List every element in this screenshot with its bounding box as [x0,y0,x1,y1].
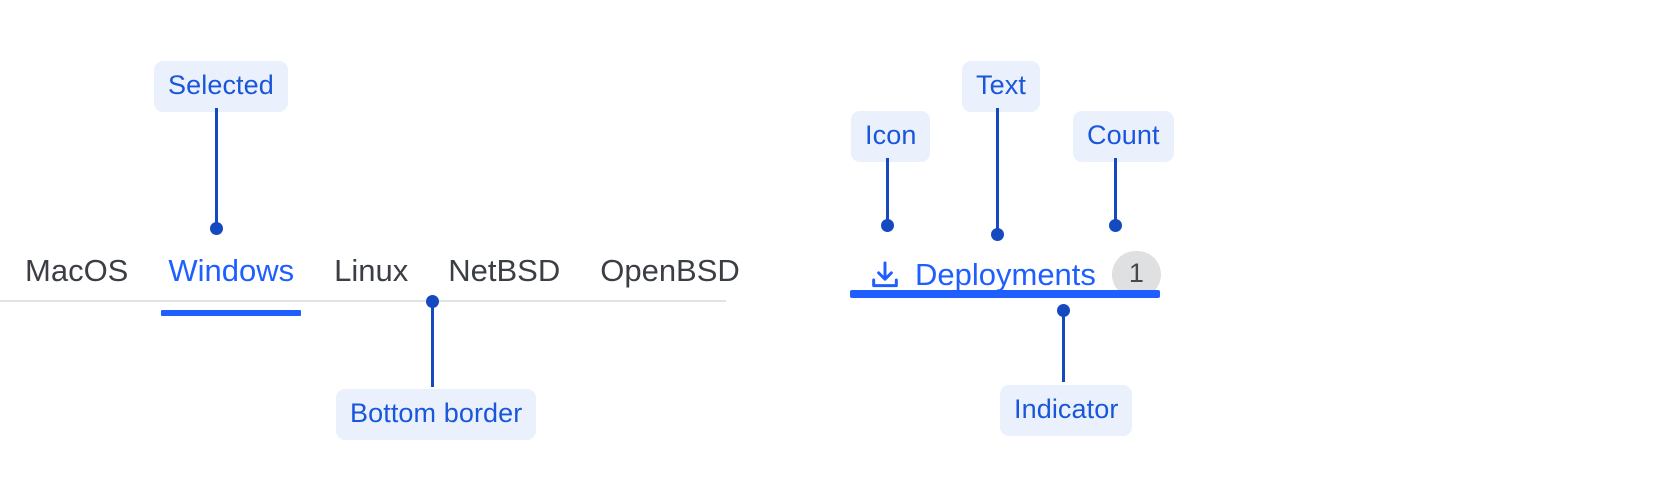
annotation-selected-label: Selected [154,61,288,112]
tab-netbsd[interactable]: NetBSD [428,255,580,286]
tab-linux-label: Linux [334,253,409,288]
annotation-bottom-border-line [431,301,434,387]
tab-windows-label: Windows [168,253,295,288]
annotation-count-label: Count [1073,111,1174,162]
annotation-count-dot [1109,219,1122,232]
tab-macos[interactable]: MacOS [5,255,148,286]
annotation-text-line [996,108,999,232]
annotation-icon-line [886,158,889,224]
tab-deployments-label: Deployments [915,257,1096,292]
tab-macos-label: MacOS [25,253,129,288]
annotation-text-dot [991,228,1004,241]
annotation-count-line [1114,158,1117,224]
tab-netbsd-label: NetBSD [448,253,561,288]
tab-linux[interactable]: Linux [314,255,428,286]
tab-openbsd[interactable]: OpenBSD [580,255,760,286]
annotation-icon-label: Icon [851,111,931,162]
tabstrip-bottom-border [0,300,726,302]
download-icon [868,258,902,292]
os-tabstrip: MacOS Windows Linux NetBSD OpenBSD [5,253,760,316]
tab-deployments-indicator [850,290,1160,298]
annotation-selected-line [215,108,218,228]
tab-openbsd-label: OpenBSD [600,253,740,288]
tab-windows-active-underline [161,310,302,316]
annotation-indicator-line [1062,310,1065,382]
annotation-indicator-label: Indicator [1000,385,1133,436]
annotation-icon-dot [881,219,894,232]
annotation-text-label: Text [962,61,1040,112]
annotation-selected-dot [210,222,223,235]
annotation-bottom-border-label: Bottom border [336,389,537,440]
tab-windows[interactable]: Windows [148,253,314,316]
